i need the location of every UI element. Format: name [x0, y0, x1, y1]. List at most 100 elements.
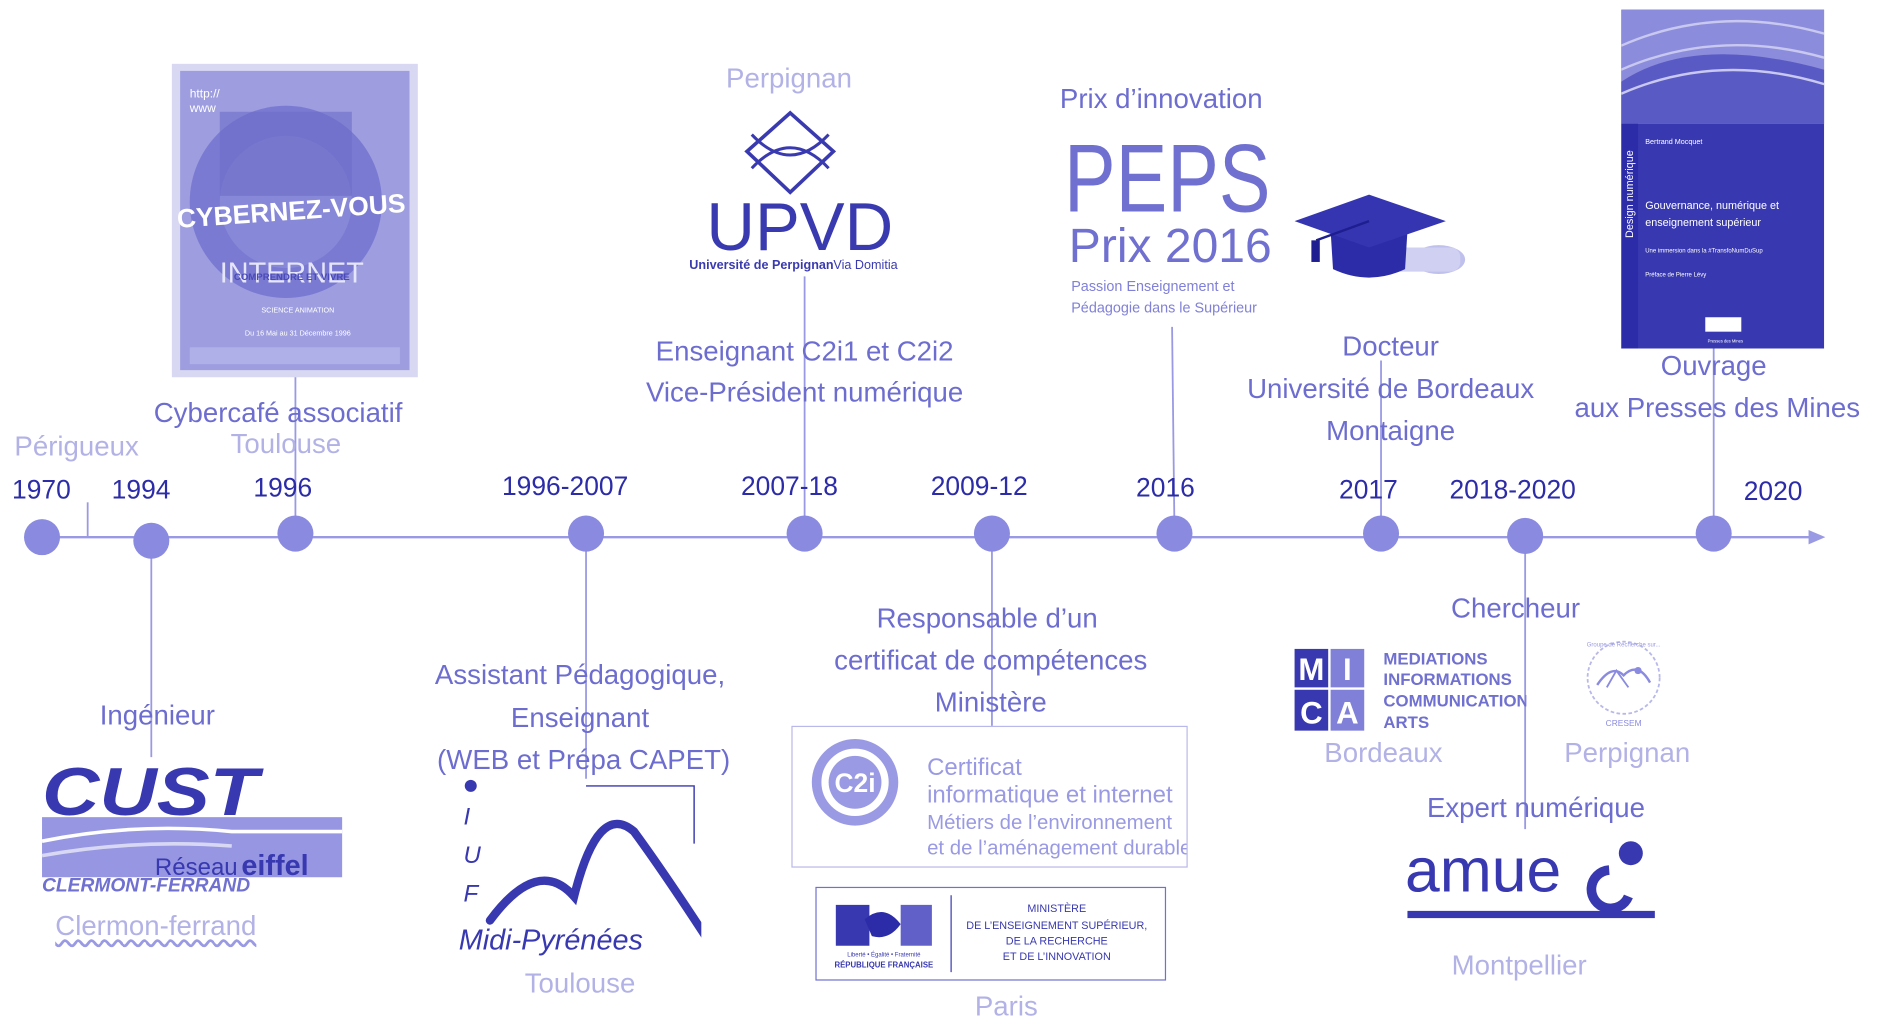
city-clermont: Clermon-ferrand	[55, 909, 257, 941]
mica-line4: ARTS	[1383, 713, 1429, 732]
year-2020: 2020	[1743, 475, 1803, 506]
ministere-logo: Liberté • Égalité • Fraternité RÉPUBLIQU…	[815, 886, 1167, 981]
book-title1: Gouvernance, numérique et	[1645, 200, 1779, 212]
year-1970: 1970	[12, 474, 71, 505]
c2i-line1: Certificat	[927, 754, 1022, 781]
graduation-cap-icon	[1294, 192, 1469, 288]
mica-logo: M I C A MEDIATIONS INFORMATIONS COMMUNIC…	[1292, 647, 1529, 734]
cybercafe-poster: http:// www CYBERNEZ-VOUS INTERNET COMPR…	[171, 63, 418, 378]
book-title2: enseignement supérieur	[1645, 217, 1761, 229]
year-2009-12: 2009-12	[930, 471, 1028, 502]
c2i-line3: Métiers de l’environnement	[927, 812, 1172, 834]
mica-a: A	[1336, 695, 1359, 730]
label-ouvrage: Ouvrage	[1660, 349, 1767, 381]
label-universite-bordeaux: Université de Bordeaux	[1247, 372, 1535, 404]
ministere-republique: RÉPUBLIQUE FRANÇAISE	[834, 960, 933, 969]
node-2016	[1156, 515, 1193, 552]
cust-city: CLERMONT-FERRAND	[42, 876, 250, 897]
mica-line2: INFORMATIONS	[1383, 670, 1511, 689]
label-ministere: Ministère	[934, 686, 1047, 718]
ministere-line2: DE L’ENSEIGNEMENT SUPÉRIEUR,	[966, 919, 1147, 932]
mica-c: C	[1300, 695, 1323, 730]
label-assistant-pedagogique: Assistant Pédagogique,	[434, 658, 726, 690]
poster-url: http://	[190, 86, 221, 100]
node-1996-2007	[568, 515, 605, 552]
label-expert-numerique: Expert numérique	[1426, 791, 1645, 824]
upvd-name: UPVD	[706, 190, 893, 265]
iuf-u: U	[464, 842, 482, 869]
label-enseignant-c2i: Enseignant C2i1 et C2i2	[655, 335, 954, 367]
upvd-sub2: Via Domitia	[833, 258, 898, 272]
city-perpignan-bottom: Perpignan	[1564, 736, 1691, 768]
iuf-logo: I U F Midi-Pyrénées	[454, 776, 716, 956]
city-perigueux: Périgueux	[14, 430, 139, 462]
peps-prix: Prix 2016	[1069, 220, 1272, 273]
city-paris: Paris	[974, 990, 1038, 1019]
year-1996: 1996	[253, 472, 313, 503]
node-1994	[133, 522, 170, 559]
city-bordeaux: Bordeaux	[1324, 736, 1443, 768]
node-1996	[277, 515, 314, 552]
node-2009-12	[973, 515, 1010, 552]
cresem-arc: Groupe de Recherche sur...	[1587, 643, 1661, 649]
c2i-line2: informatique et internet	[927, 782, 1173, 809]
ministere-line1: MINISTÈRE	[1027, 902, 1086, 915]
node-2007-18	[786, 515, 823, 552]
ministere-line3: DE LA RECHERCHE	[1006, 936, 1108, 948]
book-cover: Design numérique Bertrand Mocquet Gouver…	[1620, 9, 1825, 349]
year-1994: 1994	[111, 474, 171, 505]
mica-i: I	[1343, 652, 1352, 687]
city-montpellier: Montpellier	[1451, 949, 1587, 981]
label-cybercafe: Cybercafé associatif	[153, 396, 403, 428]
cresem-name: CRESEM	[1606, 718, 1642, 728]
poster-science: SCIENCE ANIMATION	[261, 305, 334, 314]
city-toulouse-top: Toulouse	[230, 427, 342, 460]
label-docteur: Docteur	[1342, 330, 1440, 362]
cresem-seal: Groupe de Recherche sur... CRESEM	[1576, 634, 1672, 730]
poster-www: www	[189, 101, 216, 115]
poster-sub: COMPRENDRE ET VIVRE	[234, 272, 350, 283]
poster-dates: Du 16 Mai au 31 Décembre 1996	[245, 328, 351, 337]
label-montaigne: Montaigne	[1326, 414, 1456, 446]
node-2018-2020	[1507, 517, 1544, 554]
amue-name: amue	[1405, 836, 1561, 906]
cust-logo: CUST Réseau eiffel CLERMONT-FERRAND	[40, 755, 343, 897]
connector-2016	[1171, 326, 1176, 534]
cust-reseau: Réseau	[155, 854, 238, 881]
c2i-line4: et de l’aménagement durables	[927, 837, 1186, 859]
peps-name: PEPS	[1064, 125, 1271, 232]
label-responsable: Responsable d’un	[876, 602, 1098, 634]
book-subtitle: Une immersion dans la #TransfoNumDuSup	[1645, 248, 1763, 254]
label-web-capet: (WEB et Prépa CAPET)	[437, 743, 731, 776]
book-publisher: Presses des Mines	[1708, 338, 1743, 343]
node-1970	[24, 519, 61, 556]
peps-sub2: Pédagogie dans le Supérieur	[1071, 300, 1257, 316]
year-2018-2020: 2018-2020	[1449, 474, 1576, 505]
iuf-i: I	[464, 803, 471, 830]
upvd-logo: UPVD Université de Perpignan Via Domitia	[685, 106, 919, 274]
book-side: Design numérique	[1624, 150, 1636, 238]
c2i-logo: C2i Certificat informatique et internet …	[791, 725, 1202, 868]
label-enseignant: Enseignant	[510, 701, 650, 734]
node-2017	[1363, 515, 1400, 552]
label-certificat-competences: certificat de compétences	[834, 644, 1148, 676]
timeline-arrowhead	[1808, 529, 1826, 545]
node-2020	[1695, 515, 1732, 552]
city-perpignan-top: Perpignan	[726, 62, 852, 94]
year-2007-18: 2007-18	[740, 471, 838, 502]
upvd-sub1: Université de Perpignan	[689, 258, 833, 272]
city-toulouse-bottom: Toulouse	[524, 967, 636, 999]
cust-eiffel: eiffel	[241, 850, 308, 882]
iuf-region: Midi-Pyrénées	[459, 924, 643, 956]
ministere-line4: ET DE L’INNOVATION	[1003, 951, 1111, 963]
mica-line1: MEDIATIONS	[1383, 650, 1487, 669]
year-2016: 2016	[1136, 472, 1195, 503]
ministere-motto: Liberté • Égalité • Fraternité	[847, 952, 921, 959]
peps-sub1: Passion Enseignement et	[1071, 279, 1234, 295]
book-preface: Préface de Pierre Lévy	[1645, 272, 1706, 278]
year-2017: 2017	[1339, 474, 1398, 505]
label-ingenieur: Ingénieur	[99, 699, 215, 731]
c2i-mark: C2i	[835, 768, 876, 798]
label-chercheur: Chercheur	[1451, 592, 1581, 624]
